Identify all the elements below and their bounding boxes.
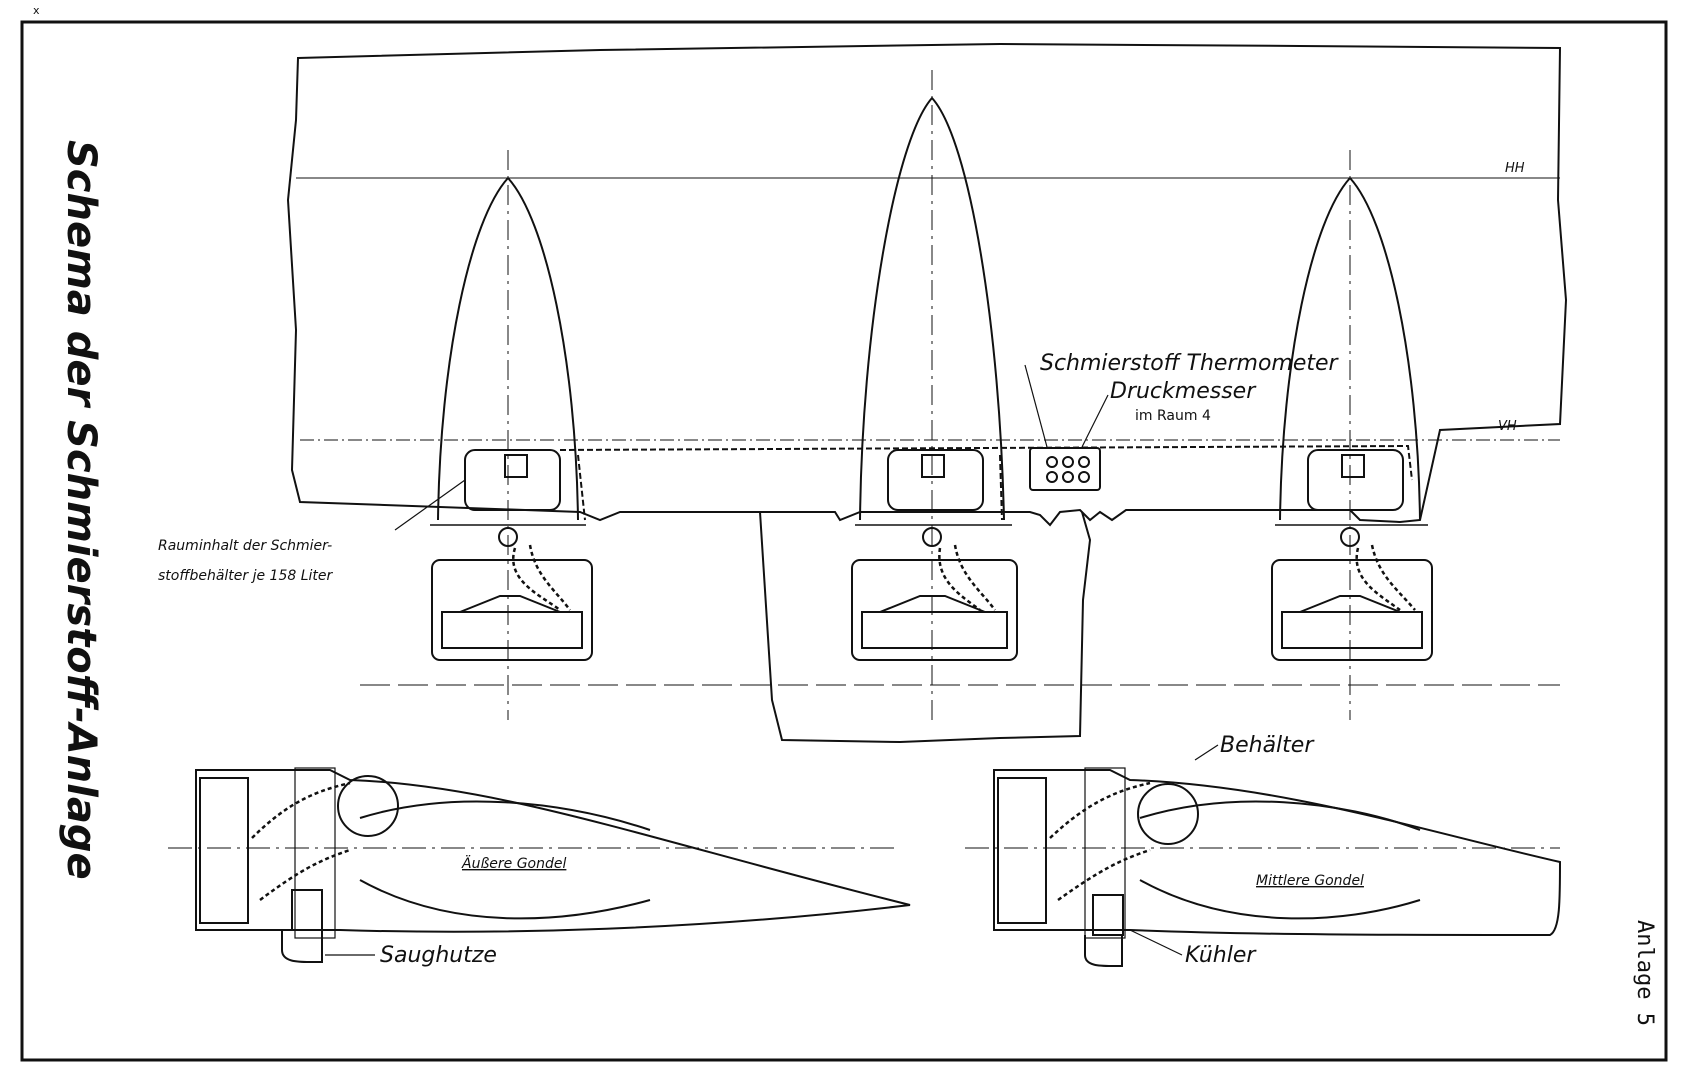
corner-mark: x [33, 4, 40, 17]
label-pressure-gauge: Druckmesser [1110, 379, 1257, 404]
wing-outline [286, 42, 1568, 527]
nacelle-middle [851, 96, 1018, 661]
intake-middle [1084, 935, 1123, 967]
label-middle-nacelle: Mittlere Gondel [1256, 873, 1364, 889]
oil-tank-right [1307, 449, 1404, 511]
label-tank: Behälter [1220, 733, 1315, 758]
side-view-outer [168, 767, 911, 963]
cooler-outer [291, 889, 323, 931]
intake-outer [281, 930, 323, 963]
side-view-middle [965, 744, 1562, 967]
plan-view [286, 42, 1568, 744]
fuselage-outline [759, 511, 1092, 744]
label-vh: VH [1498, 419, 1517, 434]
label-cooler: Kühler [1185, 943, 1257, 968]
sheet-label: Anlage 5 [1632, 920, 1657, 1026]
label-outer-nacelle: Äußere Gondel [461, 854, 566, 872]
label-hh: HH [1505, 161, 1525, 176]
gauge-panel [1029, 447, 1101, 491]
label-thermometer: Schmierstoff Thermometer [1040, 351, 1340, 376]
label-intake: Saughutze [380, 943, 497, 968]
drawing-frame [20, 20, 1668, 1062]
cooler-middle [1092, 894, 1124, 936]
instrument-line [559, 444, 1413, 481]
label-room: im Raum 4 [1135, 408, 1211, 424]
nacelle-left [430, 176, 593, 661]
oil-tank-middle [887, 449, 984, 511]
label-capacity-2: stoffbehälter je 158 Liter [158, 568, 334, 584]
tank-outer [294, 767, 336, 939]
diagram-title: Schema der Schmierstoff-Anlage [58, 140, 104, 880]
tank-middle [1084, 767, 1126, 939]
label-capacity-1: Rauminhalt der Schmier- [158, 538, 332, 554]
nacelle-right [1271, 176, 1433, 661]
oil-tank-left [464, 449, 561, 511]
